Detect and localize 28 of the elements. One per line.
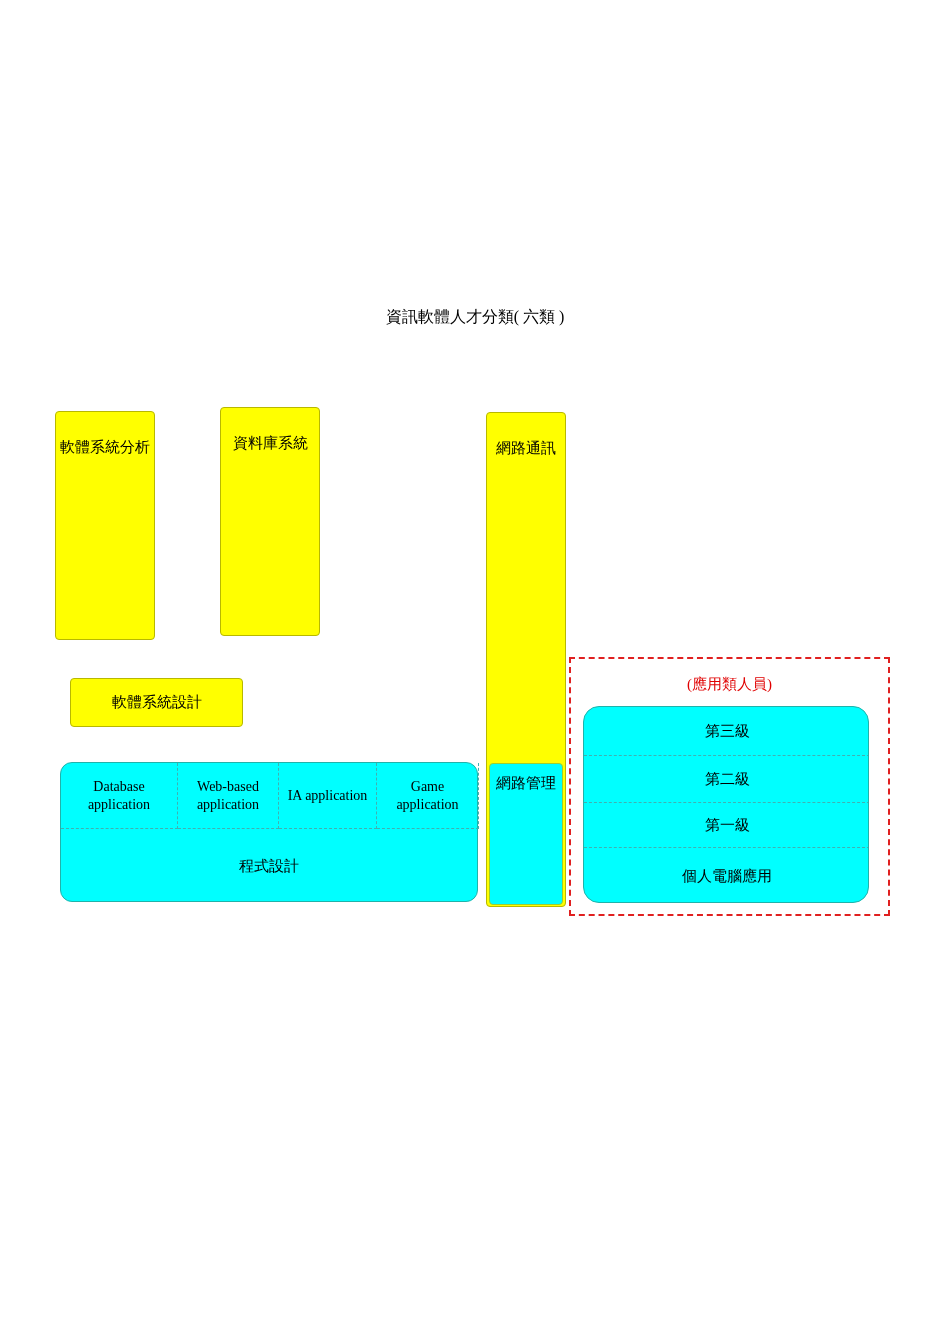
- group-frame: [569, 657, 890, 916]
- category-label: 程式設計: [238, 857, 300, 876]
- category-bar: [220, 407, 320, 636]
- diagram-title: 資訊軟體人才分類( 六類 ): [384, 307, 566, 328]
- level-label: 第三級: [704, 721, 750, 741]
- application-cell: [279, 763, 377, 829]
- application-cell: [178, 763, 279, 829]
- category-label: 軟體系統分析: [60, 438, 150, 457]
- level-label: 第一級: [704, 815, 750, 835]
- category-bar: [55, 411, 155, 640]
- category-bar: [486, 412, 566, 907]
- application-cell: [61, 763, 178, 829]
- level-label: 個人電腦應用: [682, 866, 772, 886]
- application-label: Game application: [395, 778, 460, 813]
- subcategory-bar: [489, 763, 563, 905]
- application-label: Web-based application: [195, 778, 261, 813]
- application-cell: [377, 763, 479, 829]
- level-label: 第二級: [704, 769, 750, 789]
- application-label: IA application: [287, 786, 368, 805]
- category-box: [70, 678, 243, 727]
- level-panel: [583, 706, 869, 903]
- category-label: 網路管理: [496, 774, 556, 793]
- category-panel: [60, 762, 478, 902]
- category-label: 軟體系統設計: [111, 693, 202, 713]
- category-label: 網路通訊: [496, 439, 556, 458]
- category-label: 資料庫系統: [232, 434, 308, 453]
- application-label: Database application: [86, 778, 152, 813]
- group-heading: (應用類人員): [686, 675, 773, 694]
